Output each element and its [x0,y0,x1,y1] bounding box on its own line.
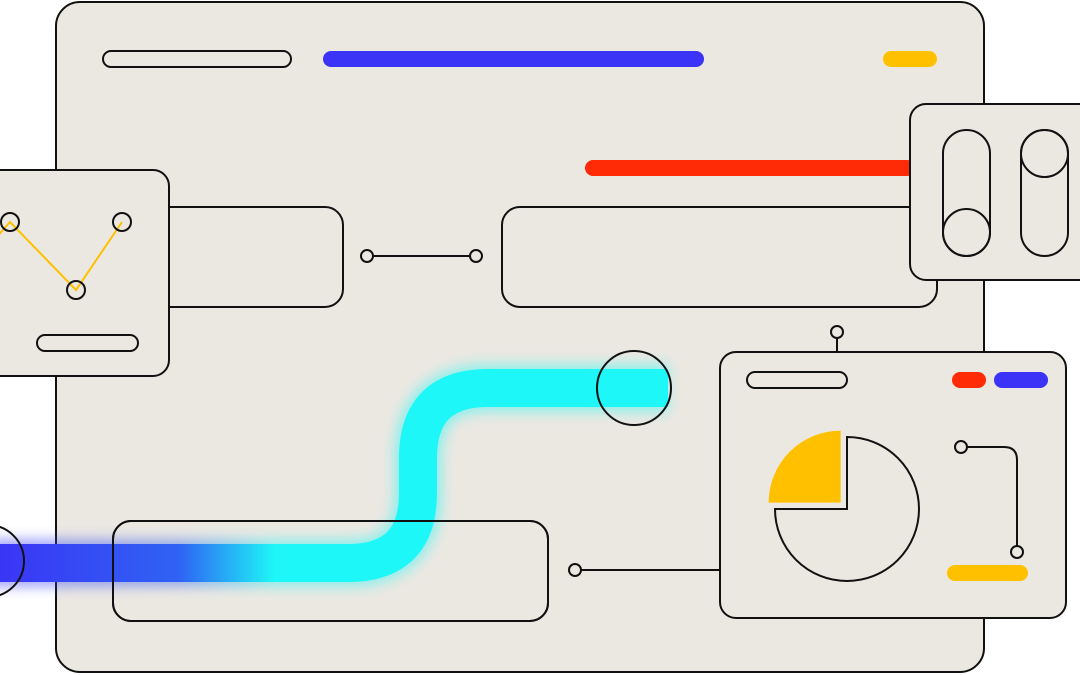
pie-chart-icon [768,430,920,582]
connector-node-icon [830,325,844,339]
legend-swatch-blue [994,372,1048,388]
line-chart-card [0,169,170,377]
flow-endpoint-circle [596,350,672,426]
toggle-switch-icon[interactable] [942,129,991,257]
header-accent-bar-yellow [883,51,937,67]
toggles-card [909,103,1080,281]
legend-swatch-red [952,372,986,388]
header-title-placeholder [102,50,292,68]
toggle-switch-icon[interactable] [1020,129,1069,257]
content-block-bottom-outline [112,520,549,622]
red-status-bar [585,160,915,176]
line-chart-caption-placeholder [36,334,139,352]
connector-node-icon [568,563,722,577]
pie-slice [768,430,841,503]
content-block-right [501,206,938,308]
connector-node-icon [360,249,483,263]
connector-node-icon [954,440,1024,559]
data-flow-pipe [0,364,668,587]
pie-slice [773,435,920,582]
pie-card-title-placeholder [746,371,848,389]
pie-card-footer-bar-yellow [947,565,1028,581]
flow-origin-circle [0,526,25,596]
line-chart-icon [0,212,132,300]
header-progress-bar-blue [323,51,704,67]
pie-chart-card [719,325,1067,619]
